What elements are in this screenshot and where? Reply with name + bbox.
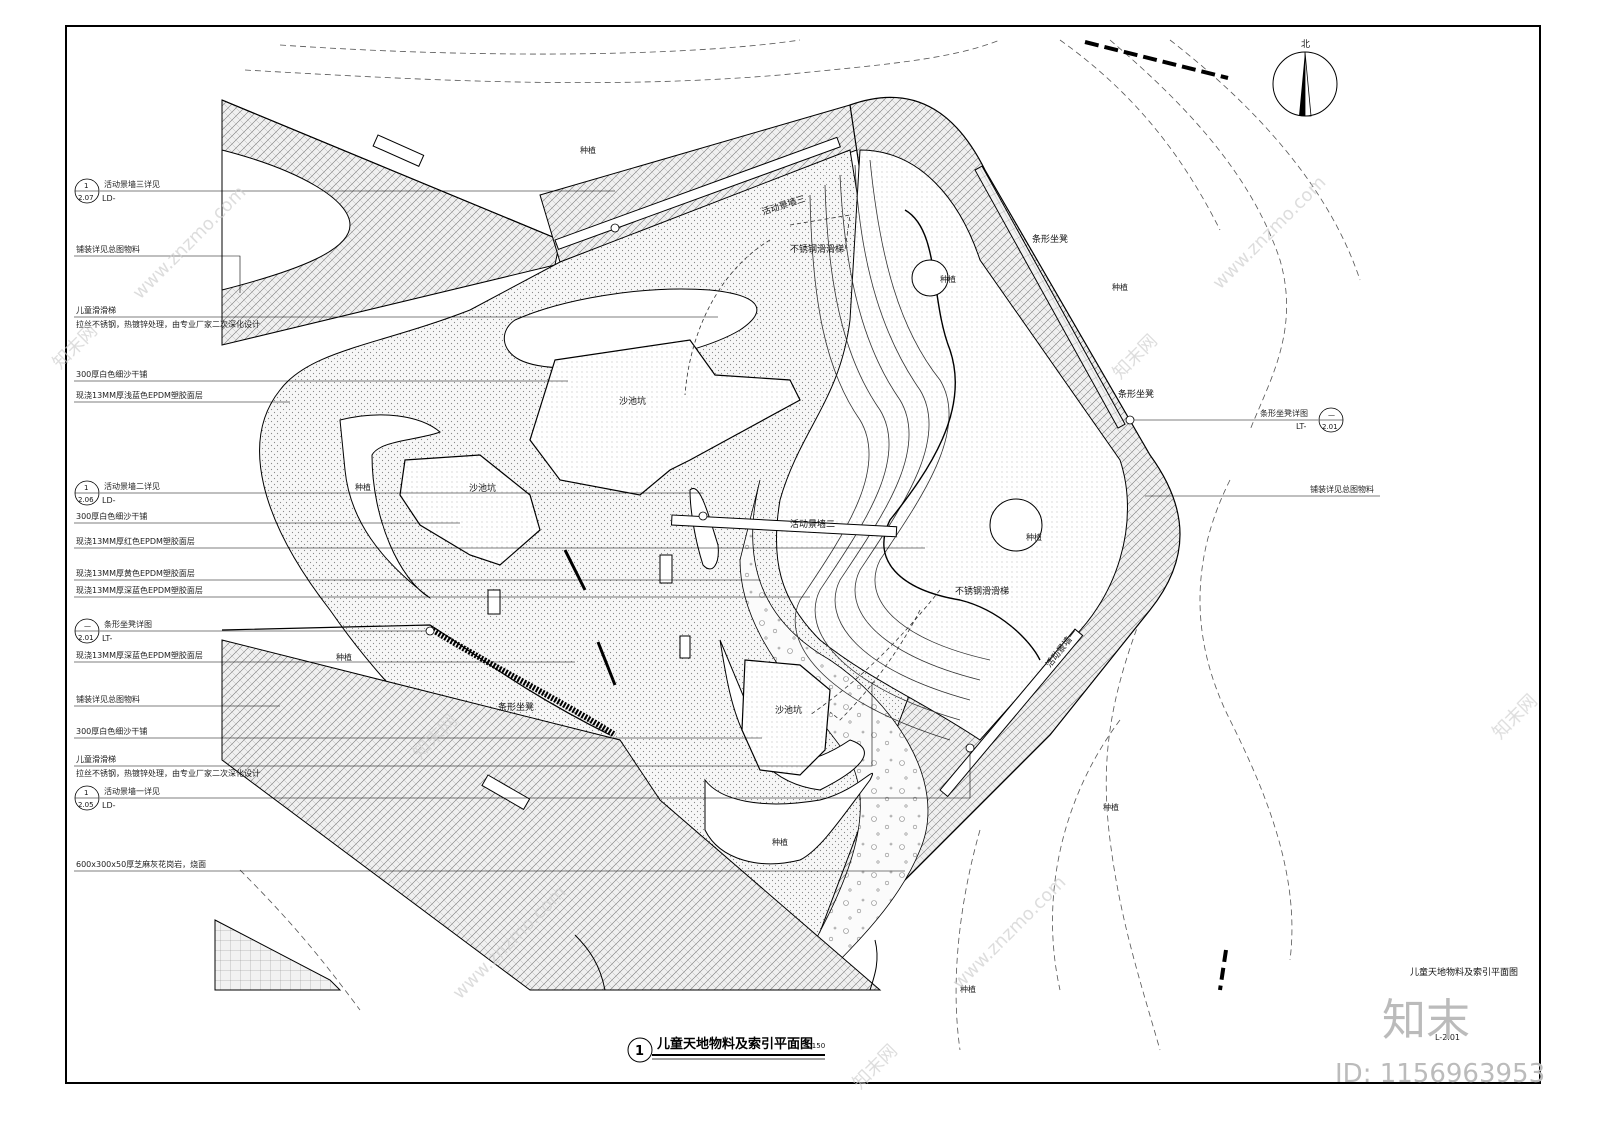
label-planting: 种植 bbox=[355, 482, 371, 492]
index-top: 1 bbox=[84, 484, 88, 492]
planting-island-5 bbox=[704, 772, 873, 865]
label-sandpit: 沙池坑 bbox=[469, 482, 496, 494]
callout-text: 铺装详见总图物料 bbox=[1310, 484, 1374, 494]
watermark-id: ID: 1156963953 bbox=[1335, 1059, 1545, 1089]
watermark-site: www.znzmo.com bbox=[949, 872, 1071, 994]
slide-contours bbox=[794, 159, 991, 741]
callout-text: 拉丝不锈钢，热镀锌处理，由专业厂家二次深化设计 bbox=[76, 768, 260, 778]
callout-text: 600x300x50厚芝麻灰花岗岩，烧面 bbox=[76, 859, 206, 869]
callout-text: 活动景墙三详见 bbox=[104, 179, 160, 189]
tree-circle-2 bbox=[989, 498, 1043, 552]
label-wall-two: 活动景墙二 bbox=[790, 518, 835, 530]
callout-text: 活动景墙二详见 bbox=[104, 481, 160, 491]
label-slide: 不锈钢滑滑梯 bbox=[955, 585, 1009, 597]
watermark-brand: 知末网 bbox=[1489, 691, 1542, 744]
slide-surface bbox=[775, 149, 1128, 741]
index-bottom: 2.01 bbox=[78, 634, 94, 642]
sheet-border bbox=[65, 25, 1541, 1084]
callout-text: 现浇13MM厚黄色EPDM塑胶面层 bbox=[76, 568, 195, 578]
drawing-title: 1 儿童天地物料及索引平面图 1:150 bbox=[627, 1036, 825, 1063]
label-bench: 条形坐凳 bbox=[498, 701, 534, 713]
callout-text: 拉丝不锈钢，热镀锌处理，由专业厂家二次深化设计 bbox=[76, 319, 260, 329]
callout-code: LD- bbox=[102, 801, 116, 810]
planting-island-2 bbox=[339, 414, 441, 599]
play-wall-three bbox=[554, 136, 841, 251]
callout-text: 儿童滑滑梯 bbox=[76, 305, 116, 315]
index-top: — bbox=[84, 622, 91, 630]
site-boundary-top bbox=[1084, 40, 1229, 80]
play-wall-one bbox=[939, 628, 1084, 798]
label-planting: 种植 bbox=[1103, 802, 1119, 812]
paving-band-lower bbox=[221, 639, 882, 991]
sandpit-bottom bbox=[741, 659, 831, 776]
slide-dashed-outlines bbox=[684, 214, 941, 721]
callout-text: 铺装详见总图物料 bbox=[76, 244, 140, 254]
slide-edge bbox=[883, 209, 1041, 661]
grid-paving bbox=[214, 919, 342, 991]
drawing-scale: 1:150 bbox=[805, 1042, 825, 1050]
drawing-title-text: 儿童天地物料及索引平面图 bbox=[656, 1036, 813, 1052]
index-bottom: 2.05 bbox=[78, 801, 94, 809]
left-leader-lines bbox=[74, 190, 1380, 872]
label-sandpit: 沙池坑 bbox=[775, 704, 802, 716]
tree-circle-1 bbox=[911, 259, 949, 297]
watermark-brand: 知末网 bbox=[849, 1041, 902, 1094]
label-bench: 条形坐凳 bbox=[1032, 233, 1068, 245]
callout-text: 现浇13MM厚深蓝色EPDM塑胶面层 bbox=[76, 585, 203, 595]
sandpit-left bbox=[399, 454, 541, 566]
callout-text: 300厚白色细沙干铺 bbox=[76, 369, 147, 379]
callout-text: 现浇13MM厚深蓝色EPDM塑胶面层 bbox=[76, 650, 203, 660]
right-callouts: — 2.01 条形坐凳详图 LT- 铺装详见总图物料 bbox=[1260, 408, 1374, 494]
north-arrow bbox=[1272, 51, 1338, 117]
index-bottom: 2.01 bbox=[1322, 423, 1338, 431]
callout-text: 铺装详见总图物料 bbox=[76, 694, 140, 704]
left-callouts: 1 2.07 活动景墙三详见 LD- 铺装详见总图物料 儿童滑滑梯 拉丝不锈钢，… bbox=[76, 179, 260, 869]
index-top: 1 bbox=[84, 789, 88, 797]
callout-code: LT- bbox=[102, 634, 113, 643]
contour-lines bbox=[239, 39, 1361, 1051]
label-planting: 种植 bbox=[580, 145, 596, 155]
leader-endpoints bbox=[425, 223, 1135, 753]
index-top: — bbox=[1328, 411, 1335, 419]
watermark-logo: 知末 bbox=[1382, 995, 1470, 1046]
callout-text: 300厚白色细沙干铺 bbox=[76, 511, 147, 521]
label-sandpit: 沙池坑 bbox=[619, 395, 646, 407]
site-boundary-bottom bbox=[1218, 949, 1228, 991]
callout-text: 儿童滑滑梯 bbox=[76, 754, 116, 764]
sheet-code: L-2.01 bbox=[1435, 1033, 1460, 1042]
planting-wedge-left bbox=[221, 149, 351, 291]
callout-text: 条形坐凳详图 bbox=[104, 619, 152, 629]
callout-code: LD- bbox=[102, 496, 116, 505]
label-planting: 种植 bbox=[940, 274, 956, 284]
index-top: 1 bbox=[84, 182, 88, 190]
label-planting: 种植 bbox=[1026, 532, 1042, 542]
callout-text: 活动景墙一详见 bbox=[104, 786, 160, 796]
watermark-brand: 知末网 bbox=[1109, 331, 1162, 384]
index-bottom: 2.06 bbox=[78, 496, 94, 504]
index-bottom: 2.07 bbox=[78, 194, 94, 202]
callout-text: 条形坐凳详图 bbox=[1260, 408, 1308, 418]
callout-code: LD- bbox=[102, 194, 116, 203]
label-planting: 种植 bbox=[772, 837, 788, 847]
callout-text: 300厚白色细沙干铺 bbox=[76, 726, 147, 736]
label-bench: 条形坐凳 bbox=[1118, 388, 1154, 400]
bench-east bbox=[974, 165, 1126, 429]
play-equipment bbox=[372, 134, 691, 811]
callout-text: 现浇13MM厚浅蓝色EPDM塑胶面层 bbox=[76, 390, 203, 400]
label-planting: 种植 bbox=[960, 984, 976, 994]
sheet-title: 儿童天地物料及索引平面图 bbox=[1410, 966, 1518, 978]
label-planting: 种植 bbox=[1112, 282, 1128, 292]
drawing-number: 1 bbox=[635, 1044, 644, 1059]
watermark-site: www.znzmo.com bbox=[1209, 172, 1331, 294]
label-planting: 种植 bbox=[336, 652, 352, 662]
callout-code: LT- bbox=[1296, 422, 1307, 431]
sandpit-large bbox=[529, 339, 801, 496]
play-wall-two bbox=[670, 514, 898, 538]
north-label: 北 bbox=[1301, 39, 1310, 50]
callout-text: 现浇13MM厚红色EPDM塑胶面层 bbox=[76, 536, 195, 546]
label-slide: 不锈钢滑滑梯 bbox=[790, 243, 844, 255]
